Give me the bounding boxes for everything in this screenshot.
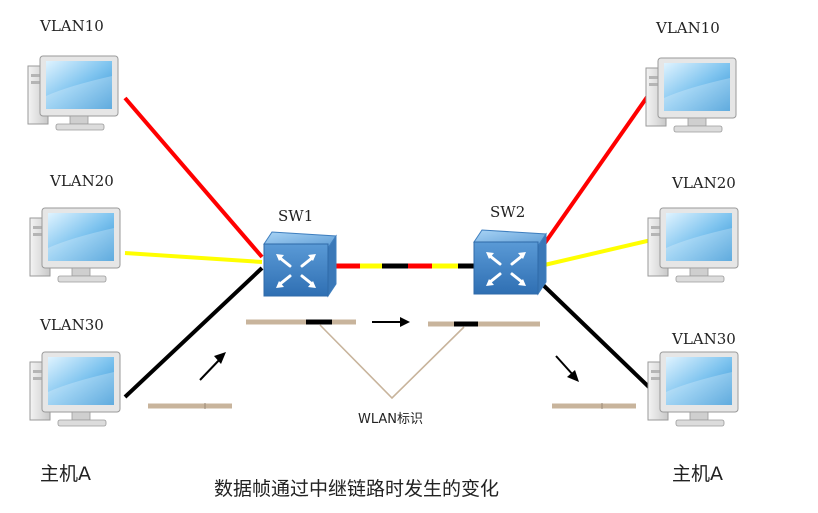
vlan30-left-label: VLAN30	[39, 316, 104, 334]
vlan10-right-label: VLAN10	[655, 19, 720, 37]
link-vlan10-left	[123, 96, 264, 259]
pc-vlan20-right-icon	[647, 207, 739, 283]
frame-untagged-left	[148, 403, 232, 409]
arrow-up-right-icon	[199, 352, 226, 381]
link-vlan30-right	[538, 280, 654, 392]
link-vlan10-right	[538, 88, 654, 252]
vlan10-left-label: VLAN10	[39, 17, 104, 35]
host-right-label: 主机A	[672, 463, 723, 485]
host-left-label: 主机A	[40, 463, 91, 485]
switch-sw1-label: SW1	[278, 207, 313, 225]
diagram-caption: 数据帧通过中继链路时发生的变化	[214, 478, 499, 500]
switch-sw2-label: SW2	[490, 203, 525, 221]
pc-vlan10-right-icon	[645, 57, 737, 133]
link-vlan30-left	[123, 266, 264, 399]
pc-vlan30-left-icon	[29, 351, 121, 427]
pc-vlan10-left-icon	[27, 55, 119, 131]
link-vlan20-left	[124, 251, 263, 264]
tag-pointer-lines	[319, 324, 465, 400]
tag-label: WLAN标识	[358, 412, 423, 427]
link-vlan20-right	[539, 236, 661, 268]
pc-vlan20-left-icon	[29, 207, 121, 283]
frame-untagged-right	[552, 403, 636, 409]
arrow-down-right-icon	[555, 355, 579, 382]
pc-vlan30-right-icon	[647, 351, 739, 427]
switch-sw2-icon	[472, 228, 548, 296]
vlan20-right-label: VLAN20	[671, 174, 736, 192]
vlan30-right-label: VLAN30	[671, 330, 736, 348]
arrow-right-icon	[372, 317, 410, 327]
vlan20-left-label: VLAN20	[49, 172, 114, 190]
switch-sw1-icon	[262, 230, 338, 298]
